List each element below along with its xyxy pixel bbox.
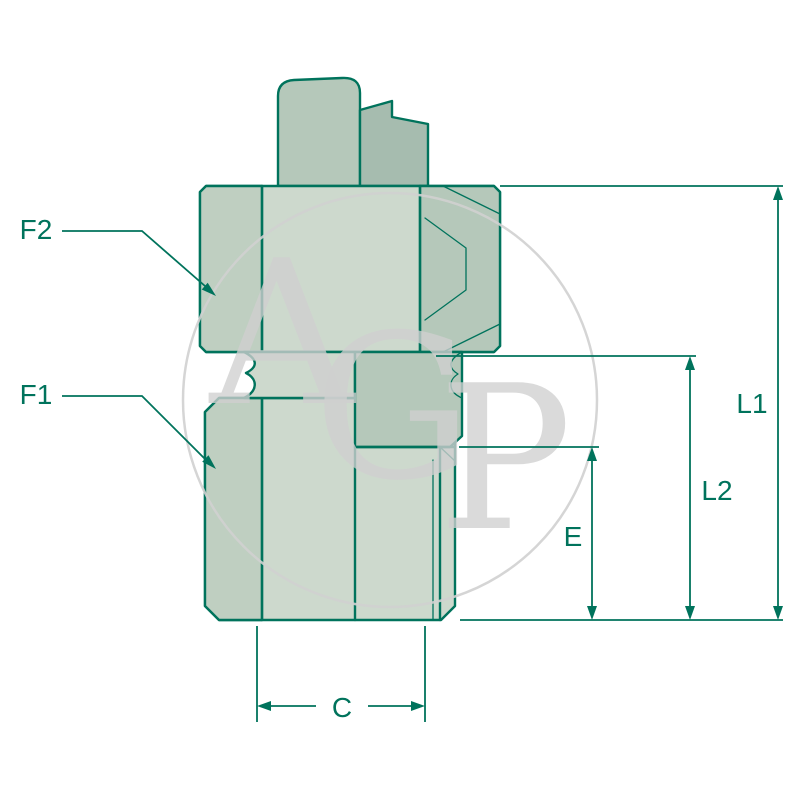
arrowhead [201,282,216,296]
arrowhead-left [257,701,271,711]
arrowhead-right [411,701,425,711]
arrowhead-up [587,447,597,461]
arrowhead-up [773,186,783,200]
watermark-letter-p: P [438,343,573,576]
watermark: A G P [181,191,599,609]
leader-f2: F2 [20,214,216,296]
dimension-e: E [459,446,599,620]
arrowhead-down [685,606,695,620]
leader-f1: F1 [20,379,216,469]
chamfer-line [439,446,456,462]
chamfer-line [442,323,501,353]
sleeve-groove [450,351,463,399]
dim-label-c: C [332,692,352,723]
cutting-ring-detail [424,217,467,321]
dim-label-f2: F2 [20,214,53,245]
leader-line [62,395,206,460]
waist [242,350,357,400]
dim-label-e: E [564,521,583,552]
fitting [198,76,502,622]
arrowhead-down [773,606,783,620]
dim-label-l2: L2 [701,475,732,506]
sleeve-section [353,350,464,449]
arrowhead [202,455,216,469]
dimension-l1: L1 [460,185,783,621]
tube-top [276,76,362,188]
tube-top-section [358,99,430,188]
watermark-letter-a: A [208,218,357,451]
dimension-c: C [256,626,426,723]
leader-line [62,230,206,287]
watermark-circle [181,191,599,609]
arrowhead-down [587,606,597,620]
dimension-l2: L2 [436,355,733,620]
dim-label-f1: F1 [20,379,53,410]
chamfer-line [442,185,501,215]
watermark-letter-g: G [313,292,473,525]
dim-label-l1: L1 [736,388,767,419]
arrowhead-up [685,356,695,370]
